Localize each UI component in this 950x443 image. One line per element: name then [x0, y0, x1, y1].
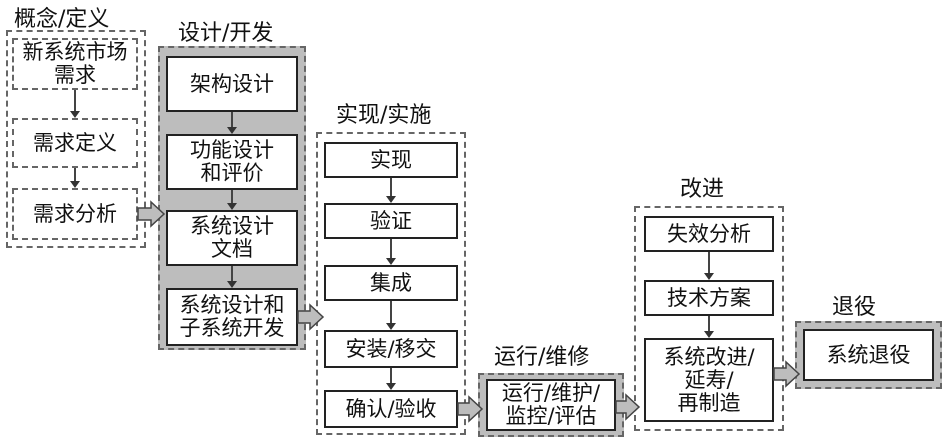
arrow-down-icon: [386, 383, 396, 390]
system-retirement-step: 系统退役: [803, 329, 934, 381]
implement-phase-title: 实现/实施: [336, 103, 432, 128]
failure-analysis-step: 失效分析: [644, 216, 774, 252]
arrow-down-icon: [227, 203, 237, 210]
improve-phase-title: 改进: [680, 177, 725, 202]
arrow-down-icon: [704, 331, 714, 338]
function-design-step: 功能设计 和评价: [166, 134, 298, 190]
system-improvement-step: 系统改进/ 延寿/ 再制造: [644, 338, 774, 422]
arrow-down-icon: [386, 196, 396, 203]
arrow-down-icon: [386, 258, 396, 265]
arrow-down-icon: [70, 181, 80, 188]
arrow-down-icon: [70, 111, 80, 118]
arrow-down-icon: [386, 323, 396, 330]
arrow-down-icon: [227, 127, 237, 134]
acceptance-step: 确认/验收: [324, 390, 458, 428]
verification-step: 验证: [324, 203, 458, 239]
operate-phase-title: 运行/维修: [494, 345, 590, 370]
connector-line: [708, 316, 710, 331]
connector-line: [708, 252, 710, 273]
architecture-design-step: 架构设计: [166, 56, 298, 112]
operate-maintain-step: 运行/维护/ 监控/评估: [486, 379, 616, 431]
requirement-analysis-step: 需求分析: [12, 188, 138, 240]
connector-line: [231, 266, 233, 281]
realization-step: 实现: [324, 142, 458, 178]
concept-phase-title: 概念/定义: [14, 7, 110, 32]
system-design-doc-step: 系统设计 文档: [166, 210, 298, 266]
retire-phase-title: 退役: [832, 295, 877, 320]
connector-line: [390, 301, 392, 323]
design-phase-title: 设计/开发: [178, 21, 274, 46]
connector-line: [390, 368, 392, 383]
installation-handover-step: 安装/移交: [324, 330, 458, 368]
subsystem-development-step: 系统设计和 子系统开发: [166, 288, 298, 346]
arrow-down-icon: [227, 281, 237, 288]
integration-step: 集成: [324, 265, 458, 301]
connector-line: [74, 90, 76, 111]
connector-line: [390, 239, 392, 258]
requirement-definition-step: 需求定义: [12, 118, 138, 168]
arrow-down-icon: [704, 273, 714, 280]
connector-line: [231, 190, 233, 203]
connector-line: [231, 112, 233, 127]
connector-line: [74, 168, 76, 181]
market-demand-step: 新系统市场 需求: [12, 38, 138, 90]
connector-line: [390, 178, 392, 196]
technical-solution-step: 技术方案: [644, 280, 774, 316]
